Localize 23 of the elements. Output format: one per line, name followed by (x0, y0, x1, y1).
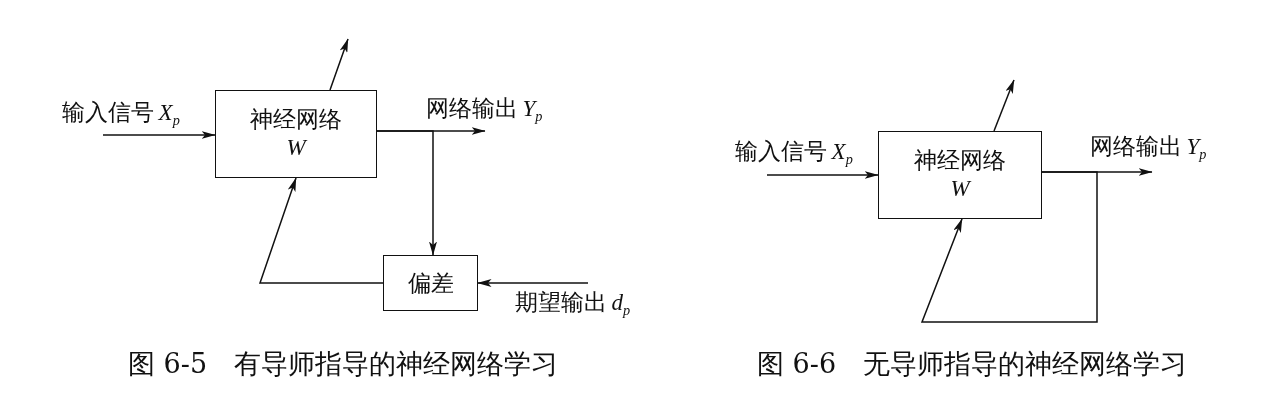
edge-label: 网络输出 Y$_{p}$ (1090, 133, 1207, 161)
arrow (329, 38, 349, 91)
node-label: 神经网络 (250, 105, 342, 134)
node-label: W (286, 134, 306, 162)
process-box (878, 131, 1042, 219)
arrow (102, 131, 216, 139)
node-label: 神经网络 (914, 146, 1006, 175)
arrow (920, 171, 1098, 323)
figure-caption: 图 6-6 无导师指导的神经网络学习 (757, 348, 1188, 381)
arrow (477, 279, 589, 287)
edge-label: 期望输出 d$_{p}$ (515, 289, 631, 317)
arrow (766, 171, 879, 179)
process-box (383, 255, 478, 311)
edge-label: 网络输出 Y$_{p}$ (426, 95, 543, 123)
edge-label: 输入信号 X$_{p}$ (735, 138, 853, 166)
edge-label: 输入信号 X$_{p}$ (62, 99, 180, 127)
process-box (215, 90, 377, 178)
figure-caption: 图 6-5 有导师指导的神经网络学习 (128, 348, 559, 381)
node-label: 偏差 (407, 268, 454, 298)
node-label: W (950, 175, 970, 203)
arrow (376, 130, 437, 256)
arrow (993, 79, 1015, 132)
arrow (258, 177, 384, 284)
